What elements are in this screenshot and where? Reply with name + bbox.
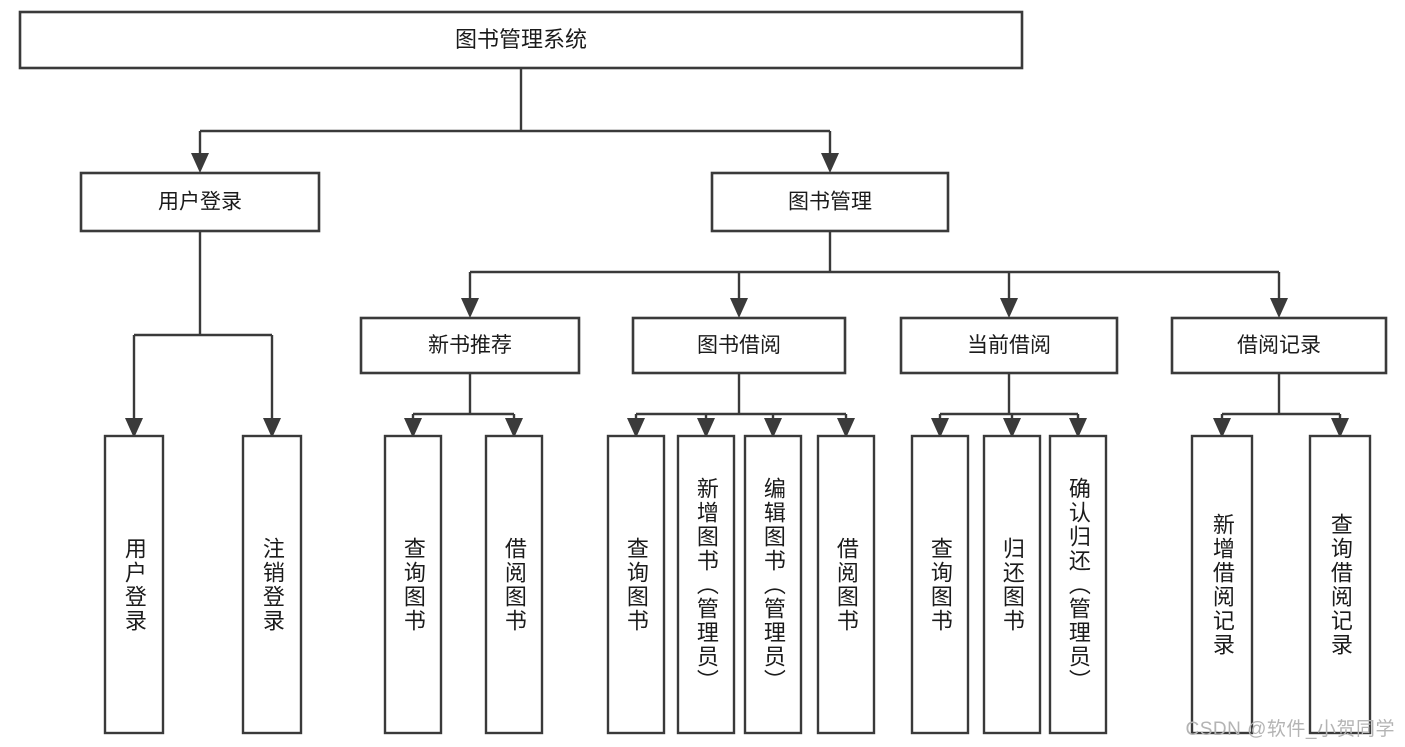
csdn-watermark: CSDN @软件_小贺同学 xyxy=(1185,719,1395,740)
arrow-head-leaf xyxy=(837,418,855,438)
arrow-head-leaf xyxy=(1003,418,1021,438)
node-box-level3-1[interactable] xyxy=(631,316,847,375)
leaf-box-10[interactable] xyxy=(1048,434,1108,735)
arrow-head-leaf xyxy=(764,418,782,438)
node-box-level3-2[interactable] xyxy=(899,316,1119,375)
node-box-level3-3[interactable] xyxy=(1170,316,1388,375)
arrow-head-level3 xyxy=(1270,298,1288,318)
leaf-box-3[interactable] xyxy=(484,434,544,735)
leaf-box-0[interactable] xyxy=(103,434,165,735)
arrow-head-leaf xyxy=(627,418,645,438)
leaf-box-11[interactable] xyxy=(1190,434,1254,735)
boxes-layer xyxy=(18,10,1388,735)
arrow-head-level3 xyxy=(730,298,748,318)
node-label-root: 图书管理系统 xyxy=(455,27,587,52)
connectors-layer xyxy=(125,68,1349,438)
leaf-box-7[interactable] xyxy=(816,434,876,735)
node-box-level2-0[interactable] xyxy=(79,171,321,233)
node-box-level2-1[interactable] xyxy=(710,171,950,233)
leaf-box-6[interactable] xyxy=(743,434,803,735)
arrow-head-level2 xyxy=(191,153,209,173)
leaf-box-1[interactable] xyxy=(241,434,303,735)
arrow-head-level2 xyxy=(821,153,839,173)
arrow-head-leaf xyxy=(263,418,281,438)
arrow-head-leaf xyxy=(1213,418,1231,438)
leaf-box-12[interactable] xyxy=(1308,434,1372,735)
node-label-level3-0: 新书推荐 xyxy=(428,334,512,357)
arrow-head-leaf xyxy=(1069,418,1087,438)
node-label-level2-0: 用户登录 xyxy=(158,191,242,214)
arrow-head-leaf xyxy=(1331,418,1349,438)
leaf-box-5[interactable] xyxy=(676,434,736,735)
arrow-head-leaf xyxy=(931,418,949,438)
arrow-head-level3 xyxy=(1000,298,1018,318)
arrow-head-leaf xyxy=(697,418,715,438)
leaf-box-2[interactable] xyxy=(383,434,443,735)
node-box-level3-0[interactable] xyxy=(359,316,581,375)
arrow-head-level3 xyxy=(461,298,479,318)
node-label-level3-2: 当前借阅 xyxy=(967,334,1051,357)
leaf-box-9[interactable] xyxy=(982,434,1042,735)
node-label-level3-3: 借阅记录 xyxy=(1237,334,1321,357)
arrow-head-leaf xyxy=(125,418,143,438)
arrow-head-leaf xyxy=(404,418,422,438)
node-label-level2-1: 图书管理 xyxy=(788,191,872,214)
leaf-box-8[interactable] xyxy=(910,434,970,735)
node-label-level3-1: 图书借阅 xyxy=(697,334,781,357)
leaf-box-4[interactable] xyxy=(606,434,666,735)
node-box-root[interactable] xyxy=(18,10,1024,70)
arrow-head-leaf xyxy=(505,418,523,438)
